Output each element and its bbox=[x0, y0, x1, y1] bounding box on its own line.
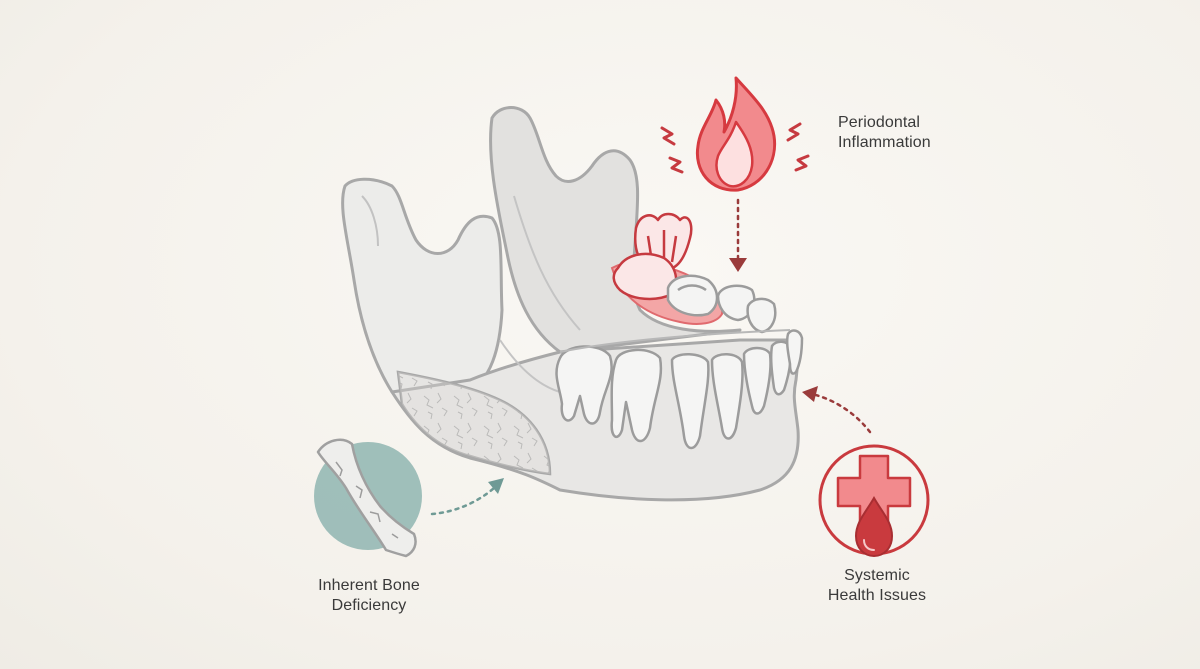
periodontal-inflammation-label: Periodontal Inflammation bbox=[838, 113, 931, 153]
systemic-label-line-1: Systemic bbox=[844, 567, 910, 584]
systemic-arrow bbox=[802, 386, 872, 434]
bone-label-line-1: Inherent Bone bbox=[318, 577, 420, 594]
flame-icon bbox=[660, 76, 810, 192]
back-molars bbox=[666, 274, 777, 334]
inflamed-molar bbox=[612, 212, 693, 301]
bone-deficiency-area bbox=[396, 370, 552, 476]
periodontal-label-line-2: Inflammation bbox=[838, 134, 931, 151]
periodontal-label-line-1: Periodontal bbox=[838, 114, 921, 131]
jaw-ramus-left bbox=[341, 177, 504, 394]
inflammation-arrow bbox=[729, 198, 747, 272]
bone-deficiency-label: Inherent Bone Deficiency bbox=[306, 576, 432, 616]
systemic-label-line-2: Health Issues bbox=[827, 587, 927, 604]
bone-label-line-2: Deficiency bbox=[331, 597, 407, 614]
bone-fragment-icon bbox=[314, 438, 422, 558]
medical-cross-blood-drop-icon bbox=[818, 444, 930, 558]
teeth-row bbox=[555, 329, 804, 450]
bone-arrow bbox=[430, 478, 504, 516]
systemic-health-label: Systemic Health Issues bbox=[812, 566, 942, 606]
